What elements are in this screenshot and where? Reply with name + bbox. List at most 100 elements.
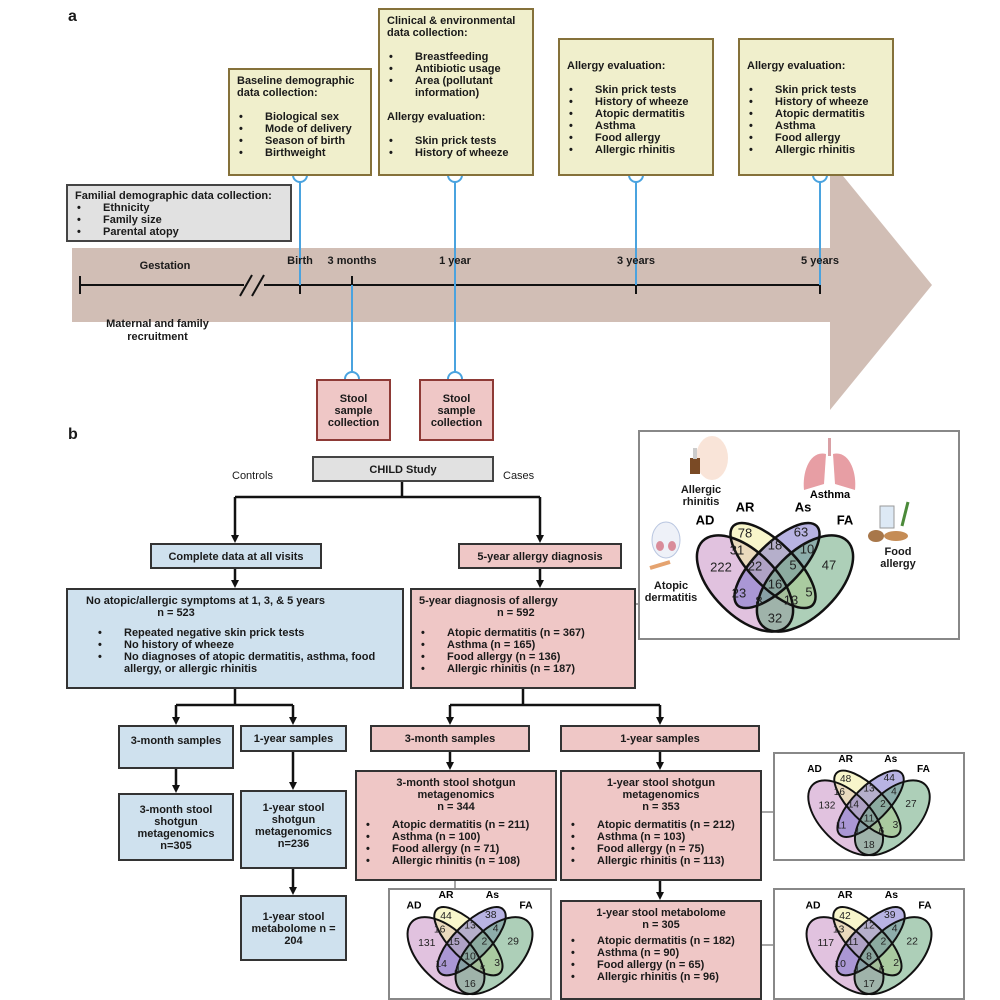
venn-label-fa: FA [837, 513, 854, 528]
venn-count-ad-as-fa: 8 [755, 594, 762, 609]
eval-5y-item: Asthma [747, 120, 885, 132]
clinical-item-list: BreastfeedingAntibiotic usageArea (pollu… [387, 51, 525, 99]
venn-count-ad: 222 [710, 560, 732, 575]
familial-item: Parental atopy [75, 226, 283, 238]
food-allergy-label: Food allergy [880, 546, 916, 570]
venn-count-ar-fa: 2 [893, 958, 899, 969]
ctrl-3m-stool-box: 3-month stool shotgun metagenomics n=305 [118, 793, 234, 861]
eval-3y-item: Atopic dermatitis [567, 108, 705, 120]
clinical-sub-item: History of wheeze [387, 147, 525, 159]
timeline-5-years: 5 years [801, 255, 839, 267]
venn-outline-fa [755, 534, 855, 633]
venn-set-fa [455, 917, 533, 995]
nasal-spray-icon [690, 436, 728, 480]
case-1y-stool-n: n = 353 [642, 801, 680, 813]
venn-count-ar: 44 [440, 911, 452, 922]
venn-count-ad-ar-as: 11 [848, 937, 859, 948]
eval-3y-box: Allergy evaluation: Skin prick testsHist… [558, 38, 714, 176]
case-metabolome-item-list: Atopic dermatitis (n = 182)Asthma (n = 9… [569, 935, 753, 983]
eval-3y-item: History of wheeze [567, 96, 705, 108]
venn-count-ar-fa: 5 [805, 585, 812, 600]
case-metabolome-n: n = 305 [642, 919, 680, 931]
venn-label-fa: FA [519, 900, 533, 911]
venn-label-ar: AR [438, 890, 454, 901]
venn-count-as: 44 [884, 773, 896, 784]
eval-3y-item: Skin prick tests [567, 84, 705, 96]
familial-title: Familial demographic data collection: [75, 190, 272, 202]
venn-label-ad: AD [805, 900, 821, 911]
venn-count-ar-as: 13 [464, 920, 476, 931]
venn-count-ad: 131 [418, 938, 436, 949]
venn-count-ad: 117 [818, 938, 835, 949]
venn-count-ad-ar: 13 [833, 924, 845, 935]
case-3m-samples-box: 3-month samples [370, 725, 530, 752]
familial-item: Ethnicity [75, 202, 283, 214]
ctrl-1y-samples-box: 1-year samples [240, 725, 347, 752]
eval-5y-box: Allergy evaluation: Skin prick testsHist… [738, 38, 894, 176]
baseline-item-list: Biological sexMode of deliverySeason of … [237, 111, 363, 159]
venn-outline-ad [805, 916, 885, 996]
case-1y-stool-title: 1-year stool shotgun metagenomics [606, 777, 716, 801]
baseline-item: Biological sex [237, 111, 363, 123]
controls-label: Controls [232, 470, 273, 482]
venn-count-ar-as-fa: 2 [880, 799, 886, 810]
venn-outline-ar [833, 769, 902, 838]
venn-count-ad-ar-as-fa: 10 [464, 952, 476, 963]
case-3m-stool-item-list: Atopic dermatitis (n = 211)Asthma (n = 1… [364, 819, 548, 867]
baseline-item: Season of birth [237, 135, 363, 147]
venn-count-ad-ar: 16 [434, 924, 446, 935]
timeline-1-year: 1 year [439, 255, 471, 267]
venn-count-ad-ar-as-fa: 8 [866, 952, 872, 963]
venn-count-ad-ar-as-fa: 11 [864, 814, 875, 825]
venn-count-ar-as: 13 [863, 783, 875, 794]
venn-count-ad-ar-fa: 13 [784, 593, 798, 608]
clinical-data-box: Clinical & environmental data collection… [378, 8, 534, 176]
venn-label-ar: AR [838, 754, 853, 765]
asthma-label: Asthma [810, 489, 851, 501]
panel-b-label: b [68, 426, 78, 443]
child-study-box: CHILD Study [312, 456, 494, 482]
venn-label-ar: AR [837, 890, 853, 901]
case-metabolome-title: 1-year stool metabolome [596, 907, 726, 919]
case-metabolome-item: Atopic dermatitis (n = 182) [569, 935, 753, 947]
venn-count-ad-ar-as-fa: 16 [768, 577, 782, 592]
venn-outline-ad [807, 779, 885, 857]
case-1y-samples-box: 1-year samples [560, 725, 760, 752]
allergy-diagnosis-box: 5-year allergy diagnosis [458, 543, 622, 569]
venn-outline-fa [853, 779, 931, 857]
clinical-item: Antibiotic usage [387, 63, 525, 75]
venn-count-ad-as-fa: 4 [853, 965, 859, 976]
eval-5y-item: History of wheeze [747, 96, 885, 108]
case-3m-stool-n: n = 344 [437, 801, 475, 813]
no-atopic-box: No atopic/allergic symptoms at 1, 3, & 5… [66, 588, 404, 689]
venn-count-ar-as: 18 [768, 538, 782, 553]
allergic-rhinitis-label: Allergic rhinitis [680, 484, 722, 508]
venn-count-fa: 27 [905, 799, 917, 810]
timeline-break-icon [239, 274, 265, 297]
venn-count-ad-fa: 16 [464, 979, 476, 990]
diagnosis-item: Food allergy (n = 136) [419, 651, 627, 663]
venn-set-fa [854, 780, 930, 856]
venn-count-ad-as: 23 [732, 586, 746, 601]
case-1y-stool-item-list: Atopic dermatitis (n = 212)Asthma (n = 1… [569, 819, 753, 867]
face-icon [649, 521, 681, 570]
diagnosis-box: 5-year diagnosis of allergy n = 592 Atop… [410, 588, 636, 689]
venn-count-ar-as-fa: 2 [881, 936, 887, 947]
venn-outline-ar [832, 906, 903, 977]
venn-count-ad-ar-as: 15 [448, 937, 460, 948]
clinical-title: Clinical & environmental data collection… [387, 15, 516, 39]
timeline-3-years: 3 years [617, 255, 655, 267]
timeline-3-months: 3 months [327, 255, 377, 267]
venn-outline-ar [729, 521, 817, 610]
case-metabolome-item: Allergic rhinitis (n = 96) [569, 971, 753, 983]
case-3m-stool-item: Atopic dermatitis (n = 211) [364, 819, 548, 831]
case-1y-stool-box: 1-year stool shotgun metagenomics n = 35… [560, 770, 762, 881]
clinical-item: Breastfeeding [387, 51, 525, 63]
venn-count-ad-ar-fa: 5 [480, 964, 486, 975]
venn-outline-ad [406, 916, 486, 996]
venn-count-as-fa: 4 [493, 924, 499, 935]
